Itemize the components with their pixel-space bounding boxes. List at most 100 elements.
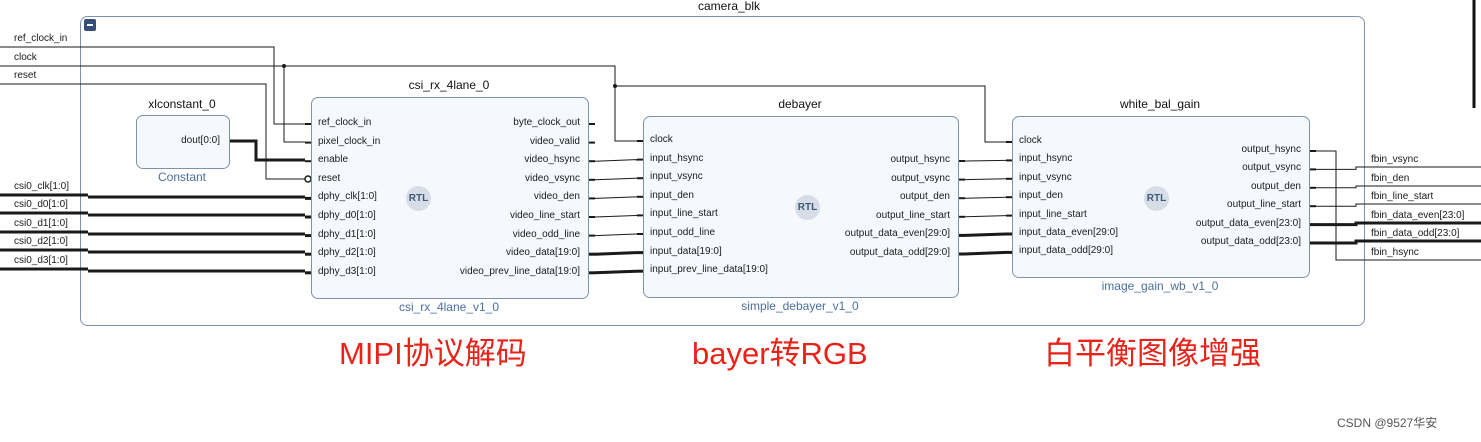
ext-output-wire-fbin-data-odd — [1316, 239, 1481, 245]
wire-clock — [88, 65, 1006, 143]
wb-rtl-badge: RTL — [1144, 186, 1169, 211]
xlconstant-subtitle: Constant — [157, 170, 207, 184]
wb-out-output-vsync: output_vsync — [1242, 162, 1301, 174]
ext-output-fbin-vsync: fbin_vsync — [1371, 154, 1419, 165]
wb-in-input-den: input_den — [1019, 190, 1063, 202]
csi-in-dphy-d1: dphy_d1[1:0] — [318, 228, 376, 240]
csi-out-video-line-start: video_line_start — [509, 210, 580, 221]
caption-1: bayer转RGB — [692, 336, 868, 371]
ext-input-reset: reset — [14, 70, 37, 81]
wb-out-output-data-even: output_data_even[23:0] — [1195, 217, 1301, 229]
ext-input-csi0-d0: csi0_d0[1:0] — [14, 199, 68, 210]
wire-clock-debayer — [614, 86, 637, 142]
csi-out-video-vsync: video_vsync — [524, 172, 580, 184]
wire-clock-csi — [283, 66, 305, 143]
watermark: CSDN @9527华安 — [1337, 416, 1438, 430]
wb-subtitle: image_gain_wb_v1_0 — [1101, 279, 1219, 293]
ext-output-wire-fbin-vsync — [1316, 166, 1481, 170]
csi-subtitle: csi_rx_4lane_v1_0 — [398, 300, 500, 314]
csi-out-video-odd-line: video_odd_line — [512, 228, 580, 240]
ext-output-fbin-data-odd: fbin_data_odd[23:0] — [1371, 228, 1460, 239]
wb-in-clock: clock — [1019, 135, 1042, 146]
caption-0: MIPI协议解码 — [339, 336, 527, 371]
csi-block[interactable] — [311, 97, 589, 299]
csi-in-dphy-d0: dphy_d0[1:0] — [318, 210, 376, 221]
csi-out-video-prev-line-data: video_prev_line_data[19:0] — [459, 265, 580, 277]
wb-in-input-hsync: input_hsync — [1019, 153, 1073, 165]
debayer-out-output-line-start: output_line_start — [876, 209, 950, 221]
wire-debayer-wb-3 — [964, 215, 1007, 218]
ext-output-wire-fbin-hsync — [1316, 150, 1481, 261]
camera-blk-frame — [80, 16, 1365, 326]
ext-input-csi0-d3: csi0_d3[1:0] — [14, 255, 68, 266]
wire-constant-enable — [228, 139, 305, 162]
ext-output-fbin-data-even: fbin_data_even[23:0] — [1371, 210, 1465, 221]
debayer-out-output-hsync: output_hsync — [890, 154, 951, 165]
clock-junction-a — [282, 64, 286, 68]
wb-block[interactable] — [1012, 116, 1310, 278]
wire-csi-debayer-1 — [594, 177, 638, 181]
wire-debayer-wb-2 — [964, 196, 1007, 199]
csi-out-video-valid: video_valid — [529, 135, 580, 147]
csi-rtl-badge: RTL — [406, 186, 431, 211]
xlconstant-block[interactable] — [136, 115, 230, 169]
debayer-out-output-data-even: output_data_even[29:0] — [844, 228, 950, 240]
csi-out-video-data: video_data[19:0] — [506, 247, 580, 259]
debayer-title: debayer — [778, 97, 822, 111]
ext-output-wire-fbin-line-start — [1316, 203, 1481, 207]
wire-debayer-wb-4 — [964, 232, 1007, 237]
wire-csi-debayer-6 — [594, 269, 638, 275]
wb-out-output-data-odd: output_data_odd[23:0] — [1200, 236, 1301, 247]
wire-csi-debayer-0 — [594, 159, 638, 162]
wire-csi-debayer-5 — [594, 251, 638, 256]
debayer-in-input-data: input_data[19:0] — [650, 245, 722, 257]
wb-in-input-line-start: input_line_start — [1019, 208, 1087, 220]
debayer-out-output-data-odd: output_data_odd[29:0] — [849, 247, 950, 258]
wb-title: white_bal_gain — [1119, 97, 1201, 111]
clock-junction-b — [613, 84, 617, 88]
xlconstant-port-dout: dout[0:0] — [181, 135, 220, 146]
wire-ref-clock — [88, 46, 305, 125]
ext-input-clock: clock — [14, 52, 37, 63]
hierarchy-title: camera_blk — [697, 0, 761, 13]
csi-in-dphy-clk: dphy_clk[1:0] — [318, 191, 377, 203]
csi-title: csi_rx_4lane_0 — [408, 78, 490, 92]
csi-in-reset: reset — [318, 172, 341, 184]
ext-output-wire-fbin-den — [1316, 185, 1481, 189]
ext-input-ref-clock-in: ref_clock_in — [14, 33, 68, 44]
debayer-in-clock: clock — [650, 134, 673, 145]
csi-out-video-hsync: video_hsync — [524, 154, 580, 166]
caption-2: 白平衡图像增强 — [1044, 336, 1261, 371]
ext-input-csi0-d1: csi0_d1[1:0] — [14, 218, 68, 229]
ext-output-fbin-line-start: fbin_line_start — [1371, 191, 1434, 202]
wire-debayer-wb-0 — [964, 159, 1007, 162]
csi-in-pixel-clock-in: pixel_clock_in — [318, 135, 381, 147]
debayer-in-input-odd-line: input_odd_line — [650, 227, 716, 238]
csi-out-byte-clock-out: byte_clock_out — [513, 117, 580, 128]
wb-in-input-vsync: input_vsync — [1019, 171, 1072, 183]
debayer-in-input-line-start: input_line_start — [650, 208, 718, 220]
csi-in-dphy-d3: dphy_d3[1:0] — [318, 265, 376, 277]
xlconstant-title: xlconstant_0 — [148, 97, 216, 111]
csi-in-ref-clock-in: ref_clock_in — [318, 117, 372, 128]
debayer-out-output-vsync: output_vsync — [891, 172, 950, 184]
debayer-in-input-den: input_den — [650, 189, 694, 201]
wb-out-output-line-start: output_line_start — [1227, 199, 1301, 211]
wire-csi-debayer-2 — [594, 196, 638, 199]
csi-out-video-den: video_den — [533, 191, 580, 203]
csi-in-enable: enable — [318, 154, 349, 166]
wire-debayer-wb-5 — [964, 250, 1007, 256]
ext-output-wire-fbin-data-even — [1316, 221, 1481, 227]
debayer-out-output-den: output_den — [899, 191, 950, 203]
debayer-rtl-badge: RTL — [795, 195, 820, 220]
collapse-button[interactable] — [84, 19, 96, 31]
wb-in-input-data-odd: input_data_odd[29:0] — [1019, 245, 1113, 257]
ext-input-csi0-d2: csi0_d2[1:0] — [14, 236, 68, 247]
wb-in-input-data-even: input_data_even[29:0] — [1019, 227, 1118, 238]
ext-output-fbin-den: fbin_den — [1371, 173, 1410, 184]
wire-csi-debayer-4 — [594, 233, 638, 237]
debayer-in-input-prev-line-data: input_prev_line_data[19:0] — [650, 264, 768, 276]
debayer-in-input-hsync: input_hsync — [650, 152, 704, 164]
ext-input-csi0-clk: csi0_clk[1:0] — [14, 181, 70, 192]
